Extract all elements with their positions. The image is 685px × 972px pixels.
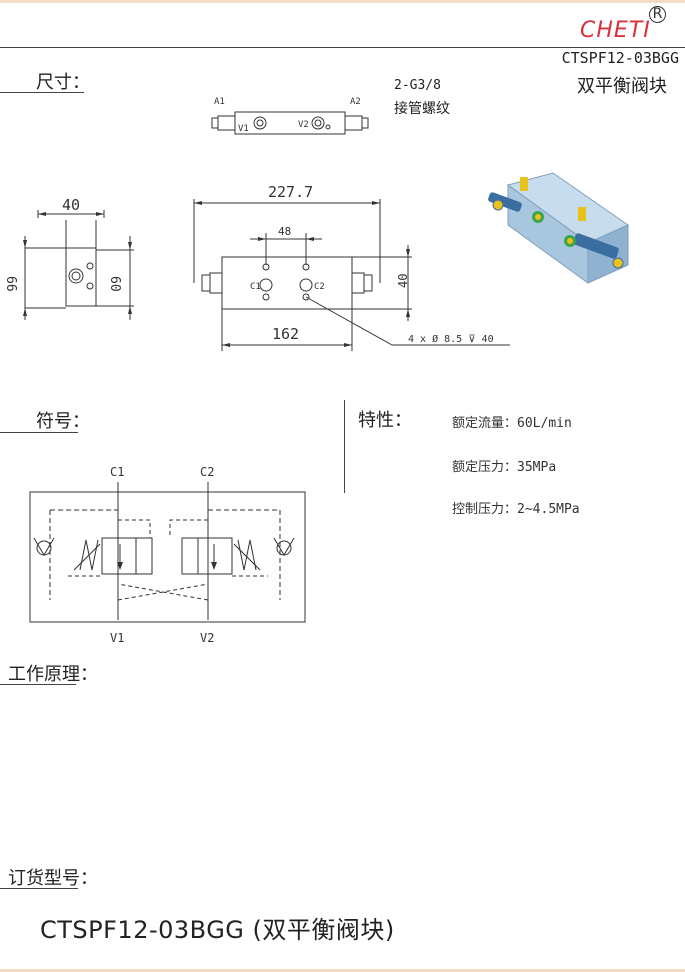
section-dimensions: 尺寸：	[36, 72, 90, 93]
spec-pressure-label: 额定压力：	[452, 460, 518, 475]
section-order-underline	[0, 888, 78, 889]
order-model: CTSPF12-03BGG (双平衡阀块)	[40, 916, 395, 944]
front-port-spacing: 48	[278, 225, 291, 238]
brand-logo: CHETI	[580, 18, 651, 43]
isometric-render	[488, 172, 630, 284]
front-view-drawing: 227.7 48 C1 C2 40 162 4 x Ø 8.5 ⊽ 40	[193, 183, 510, 351]
spec-flow: 额定流量：60L/min	[452, 412, 572, 431]
front-c1: C1	[250, 282, 261, 292]
section-order: 订货型号：	[8, 868, 98, 889]
front-body-height: 40	[396, 274, 410, 288]
section-principle-underline	[0, 684, 76, 685]
spec-pressure: 额定压力：35MPa	[452, 456, 556, 475]
front-c2: C2	[314, 282, 325, 292]
label-a2: A2	[350, 97, 361, 107]
header-rule	[0, 47, 685, 48]
side-height-right: 60	[107, 276, 122, 292]
spec-control-label: 控制压力：	[452, 502, 518, 517]
front-overall-length: 227.7	[268, 183, 313, 201]
header-product-name: 双平衡阀块	[577, 76, 667, 97]
header-model: CTSPF12-03BGG	[561, 49, 679, 67]
registered-mark: R	[649, 6, 666, 23]
front-body-length: 162	[272, 325, 299, 343]
side-height-left: 66	[3, 276, 18, 292]
spec-control: 控制压力：2~4.5MPa	[452, 498, 580, 517]
label-a1: A1	[214, 97, 225, 107]
schematic-c2: C2	[200, 465, 214, 479]
spec-pressure-value: 35MPa	[517, 460, 557, 475]
section-principle: 工作原理：	[8, 664, 98, 685]
features-divider	[344, 400, 345, 493]
label-v1: V1	[238, 124, 249, 134]
top-border	[0, 0, 685, 3]
bottom-border	[0, 969, 685, 972]
spec-flow-value: 60L/min	[517, 416, 572, 431]
section-symbol: 符号：	[36, 411, 90, 432]
section-symbol-underline	[0, 432, 78, 433]
front-holes: 4 x Ø 8.5 ⊽ 40	[408, 333, 494, 345]
section-features: 特性：	[358, 410, 412, 431]
side-view-drawing: 40 66 60	[3, 196, 134, 320]
schematic-c1: C1	[110, 465, 124, 479]
thread-desc: 接管螺纹	[394, 101, 450, 117]
schematic-v1: V1	[110, 631, 124, 645]
spec-control-value: 2~4.5MPa	[517, 502, 580, 517]
section-dimensions-underline	[0, 92, 84, 93]
hydraulic-schematic: C1 C2 V1 V2	[29, 465, 306, 645]
label-v2: V2	[298, 120, 309, 130]
side-width: 40	[62, 196, 80, 214]
top-view-drawing: A1 A2 V1 V2	[211, 97, 369, 135]
schematic-v2: V2	[200, 631, 214, 645]
spec-flow-label: 额定流量：	[452, 416, 518, 431]
thread-spec: 2-G3/8	[394, 78, 441, 93]
